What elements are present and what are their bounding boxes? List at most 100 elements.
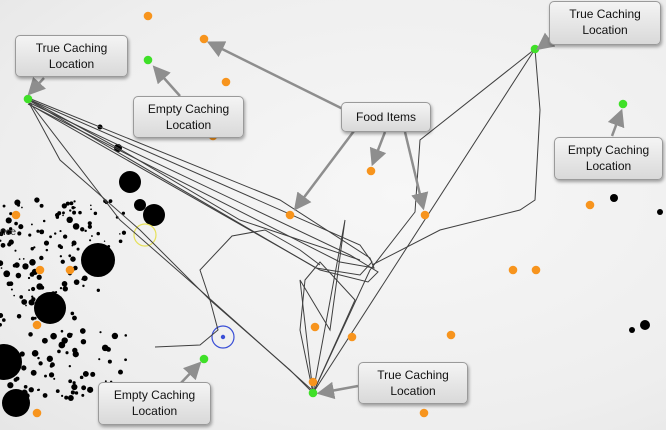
track-to-top-right: [312, 48, 536, 394]
obstacle-blob: [657, 209, 663, 215]
obstacle-speck: [59, 230, 62, 233]
obstacle-speck: [0, 231, 4, 237]
obstacle-speck: [13, 294, 15, 297]
obstacle-speck: [31, 350, 39, 357]
arrow-empty-cache-bottom-left: [179, 361, 202, 385]
obstacle-speck: [85, 252, 90, 257]
arrow-empty-cache-top: [152, 65, 181, 97]
obstacle-speck: [81, 385, 87, 391]
obstacle-speck: [62, 212, 65, 215]
obstacle-blob: [34, 292, 66, 324]
edge-text-fragment: nce: [0, 227, 17, 238]
obstacle-speck: [28, 289, 31, 291]
obstacle-speck: [108, 199, 113, 203]
obstacle-speck: [57, 211, 62, 216]
obstacle-speck: [10, 347, 14, 350]
obstacle-speck: [17, 231, 22, 236]
obstacle-speck: [0, 239, 2, 242]
obstacle-speck: [72, 315, 77, 321]
obstacle-blob: [0, 344, 22, 380]
food-item: [446, 330, 456, 340]
obstacle-speck: [108, 263, 112, 267]
food-item: [419, 408, 429, 418]
obstacle-speck: [68, 379, 73, 384]
obstacle-speck: [72, 381, 76, 385]
obstacle-speck: [73, 279, 80, 285]
obstacle-speck: [107, 359, 112, 364]
obstacle-speck: [84, 373, 87, 376]
arrow-true-cache-bottom: [316, 381, 359, 400]
arrow-food-to-left: [293, 126, 358, 211]
obstacle-speck: [81, 278, 84, 281]
obstacle-speck: [118, 239, 123, 244]
obstacle-speck: [65, 351, 69, 355]
obstacle-speck: [60, 329, 64, 333]
obstacle-speck: [80, 227, 85, 232]
obstacle-speck: [72, 223, 80, 230]
obstacle-speck: [72, 210, 77, 215]
track-middle-loop: [299, 261, 356, 394]
track-left-wander: [154, 229, 321, 348]
obstacle-speck: [18, 258, 21, 260]
obstacle-speck: [29, 259, 36, 266]
obstacle-speck: [101, 344, 109, 352]
obstacle-speck: [121, 230, 127, 235]
obstacle-speck: [36, 274, 42, 280]
obstacle-speck: [69, 201, 74, 206]
obstacle-speck: [27, 276, 31, 280]
obstacle-speck: [22, 258, 25, 260]
food-item: [420, 210, 430, 220]
obstacle-speck: [124, 358, 127, 362]
obstacle-speck: [90, 371, 96, 377]
obstacle-speck: [37, 356, 40, 360]
obstacle-speck: [91, 263, 96, 268]
obstacle-speck: [40, 299, 45, 305]
callout-food-items: Food Items: [341, 102, 431, 132]
food-item: [65, 265, 75, 275]
obstacle-speck: [71, 244, 74, 247]
obstacle-blob: [119, 171, 141, 193]
food-item: [531, 265, 541, 275]
callout-empty-caching-top: Empty Caching Location: [133, 96, 244, 138]
obstacle-speck: [8, 227, 13, 231]
obstacle-speck: [14, 249, 17, 252]
obstacle-speck: [24, 393, 30, 399]
obstacle-speck: [17, 203, 21, 207]
obstacle-speck: [93, 258, 99, 264]
food-item: [32, 320, 42, 330]
obstacle-speck: [10, 288, 13, 291]
obstacle-speck: [0, 267, 3, 269]
food-item: [32, 408, 42, 418]
obstacle-speck: [2, 318, 6, 322]
obstacle-speck: [87, 386, 94, 393]
obstacle-speck: [87, 224, 92, 229]
obstacle-speck: [70, 311, 75, 316]
obstacle-speck: [62, 234, 68, 239]
cache-marker: [308, 388, 318, 398]
obstacle-speck: [36, 388, 40, 392]
obstacle-speck: [119, 233, 121, 235]
obstacle-speck: [81, 393, 85, 397]
cache-marker: [199, 354, 209, 364]
obstacle-speck: [90, 208, 92, 211]
obstacle-speck: [19, 295, 24, 299]
obstacle-speck: [80, 339, 87, 345]
obstacle-speck: [38, 283, 43, 289]
obstacle-speck: [92, 252, 98, 258]
obstacle-speck: [102, 252, 106, 255]
obstacle-speck: [36, 229, 40, 233]
food-item: [347, 332, 357, 342]
obstacle-speck: [50, 332, 57, 340]
obstacle-speck: [50, 291, 57, 297]
obstacle-speck: [16, 314, 22, 319]
cache-marker: [530, 44, 540, 54]
obstacle-speck: [44, 374, 47, 378]
obstacle-speck: [30, 316, 35, 321]
obstacle-blob: [629, 327, 635, 333]
obstacle-speck: [4, 354, 11, 360]
obstacle-speck: [55, 389, 60, 394]
obstacle-speck: [38, 361, 43, 366]
trajectory: [25, 48, 541, 394]
obstacle-speck: [67, 395, 74, 401]
obstacle-speck: [78, 210, 82, 215]
